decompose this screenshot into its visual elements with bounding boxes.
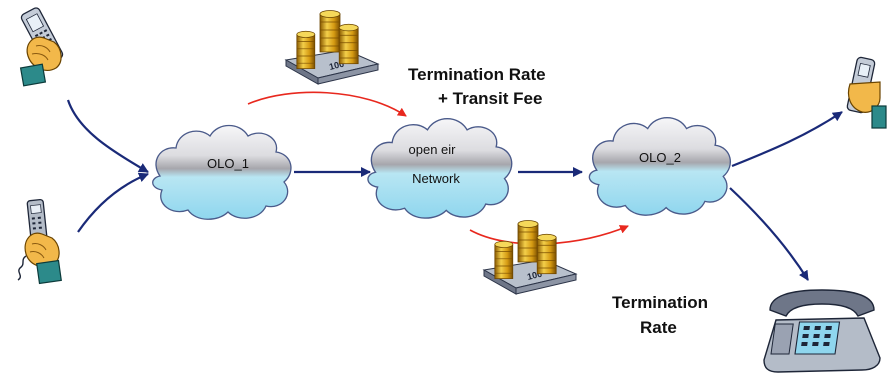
cloud-label-openeir: open eir	[408, 142, 456, 157]
link-cordless-to-olo1	[77, 172, 149, 233]
coins-and-banknotes-icon	[484, 221, 576, 295]
caption-bottom-line1: Termination	[612, 293, 709, 312]
caption-top-line1: Termination Rate	[408, 65, 546, 84]
mobile-phone-in-hand-icon	[846, 56, 887, 129]
cloud-label-network: Network	[412, 171, 460, 186]
desk-telephone-icon	[763, 289, 881, 373]
coins-and-banknotes-icon	[286, 11, 378, 85]
link-olo2-to-desk-phone	[729, 187, 809, 281]
caption-top-line2: + Transit Fee	[438, 89, 543, 108]
call-path	[66, 99, 843, 281]
cordless-phone-in-hand-icon	[17, 198, 62, 285]
cloud-openeir	[367, 118, 513, 219]
caption-bottom-line2: Rate	[640, 318, 677, 337]
link-mobile-to-olo1	[66, 99, 149, 173]
cloud-label-olo2: OLO_2	[639, 150, 681, 165]
payment-arrow-top	[247, 91, 407, 117]
cloud-olo1	[152, 124, 292, 220]
cloud-olo2	[588, 116, 732, 216]
link-olo2-to-mobile	[731, 111, 843, 168]
mobile-phone-in-hand-icon	[19, 5, 65, 87]
cloud-label-olo1: OLO_1	[207, 156, 249, 171]
